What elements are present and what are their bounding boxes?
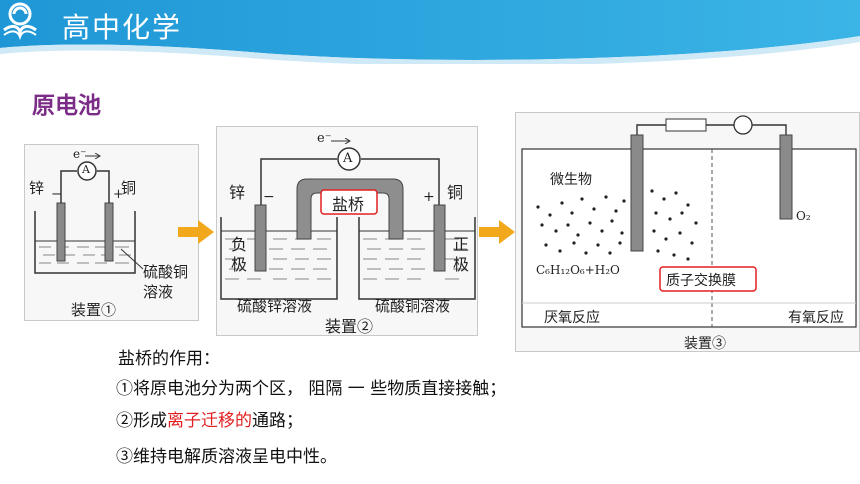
header-banner: 高中化学 xyxy=(0,0,860,64)
notes-item-2-highlight: 离子迁移的 xyxy=(167,411,252,431)
notes-item-1: ①将原电池分为两个区， 阻隔 一 些物质直接接触； xyxy=(116,379,507,399)
membrane-label: 质子交换膜 xyxy=(666,273,736,289)
copper-electrode xyxy=(433,204,446,272)
salt-bridge-label: 盐桥 xyxy=(332,195,365,214)
notes-heading: 盐桥的作用： xyxy=(118,349,220,369)
ammeter-icon xyxy=(337,147,361,171)
electron-arrow-icon xyxy=(85,153,101,159)
ammeter-label: A xyxy=(82,163,90,176)
copper-electrode xyxy=(104,202,114,262)
solution-label-line2: 溶液 xyxy=(143,283,174,301)
copper-label: 铜 xyxy=(121,179,137,197)
device-2-caption: 装置② xyxy=(325,317,374,336)
right-solution-label: 硫酸铜溶液 xyxy=(375,297,451,315)
notes-item-3: ③维持电解质溶液呈电中性。 xyxy=(116,447,337,467)
oxygen-label: O₂ xyxy=(796,209,811,223)
copper-label: 铜 xyxy=(447,183,464,202)
aerobic-label: 有氧反应 xyxy=(788,310,844,326)
electron-arrow-icon xyxy=(331,138,351,144)
resistor-icon xyxy=(665,118,707,132)
electron-label: e⁻ xyxy=(317,131,332,146)
zinc-label: 锌 xyxy=(29,179,45,197)
section-title: 原电池 xyxy=(32,93,101,119)
device-1-diagram xyxy=(34,161,144,274)
negative-electrode-label-1: 负 xyxy=(231,235,248,254)
electron-label: e⁻ xyxy=(73,147,87,161)
plus-sign: + xyxy=(423,189,435,205)
device-2-diagram xyxy=(220,147,476,300)
microbes-label: 微生物 xyxy=(550,172,592,188)
solution-label-line1: 硫酸铜 xyxy=(143,263,189,281)
zinc-electrode xyxy=(254,204,267,272)
zinc-label: 锌 xyxy=(229,183,246,202)
negative-electrode-label-2: 极 xyxy=(231,255,248,274)
positive-electrode-label-2: 极 xyxy=(453,255,470,274)
device-3-caption: 装置③ xyxy=(684,336,726,352)
positive-electrode-label-1: 正 xyxy=(453,235,470,254)
anode-electrode xyxy=(630,134,644,252)
glucose-label: C₆H₁₂O₆+H₂O xyxy=(536,263,620,277)
device-1-caption: 装置① xyxy=(71,301,117,319)
device-3-diagram xyxy=(521,115,857,328)
minus-sign: − xyxy=(263,189,275,205)
plus-sign: + xyxy=(113,187,124,202)
device-1-panel: e⁻ A 锌 铜 − + 硫酸铜 溶液 装置① xyxy=(24,144,199,321)
school-logo-icon xyxy=(3,2,37,40)
cathode-electrode xyxy=(779,134,793,220)
left-solution-label: 硫酸锌溶液 xyxy=(237,297,313,315)
notes-item-2: ②形成离子迁移的通路； xyxy=(116,406,303,431)
zinc-electrode xyxy=(56,202,66,262)
course-title: 高中化学 xyxy=(62,11,183,44)
notes-item-2-suffix: 通路； xyxy=(252,411,303,431)
minus-sign: − xyxy=(51,187,62,202)
notes-item-2-prefix: ②形成 xyxy=(116,411,167,431)
header-wave-shape xyxy=(0,0,860,64)
ammeter-icon xyxy=(733,115,753,135)
right-arrow-icon xyxy=(479,220,515,244)
anaerobic-label: 厌氧反应 xyxy=(544,310,600,326)
ammeter-label: A xyxy=(343,151,353,166)
ammeter-icon xyxy=(77,161,97,181)
device-2-panel: e⁻ A 盐桥 锌 铜 − + 负 极 正 极 硫酸锌溶液 硫酸铜溶液 装置② xyxy=(216,126,478,336)
device-3-panel: 微生物 O₂ C₆H₁₂O₆+H₂O 质子交换膜 厌氧反应 有氧反应 装置③ xyxy=(515,112,860,352)
right-arrow-icon xyxy=(178,220,214,244)
